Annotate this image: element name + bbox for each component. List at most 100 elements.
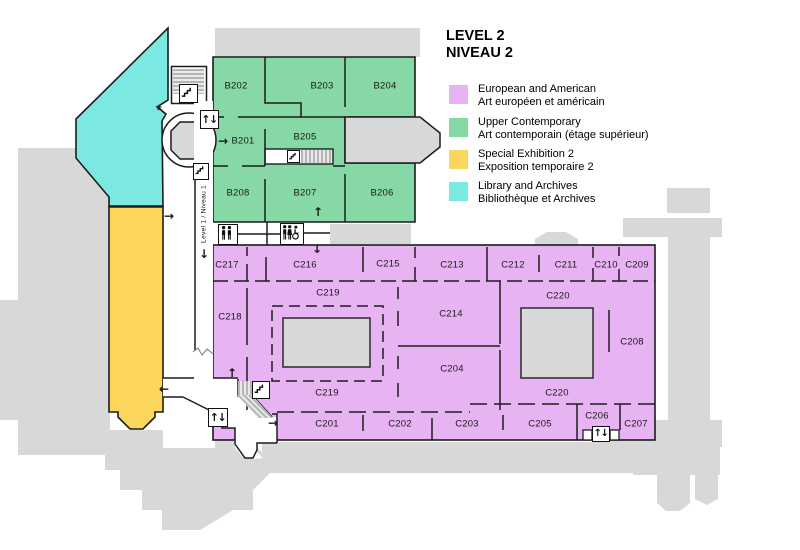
legend-swatch-library-archives [449,182,468,201]
legend-label-en: Library and Archives [478,180,578,192]
legend-label-fr: Art contemporain (étage supérieur) [478,128,649,141]
green-block-walls [213,57,346,245]
stairs-glyph [181,87,191,97]
arrow-right-icon: → [163,209,175,223]
title-level: LEVEL 2 [446,28,505,44]
title-niveau: NIVEAU 2 [446,44,513,61]
silhouette-south-tower [90,430,277,530]
arrow-down-icon: ↓ [311,242,323,256]
elevator-icon: ↑↓ [592,426,610,442]
accessible-washroom-glyph [283,225,299,240]
legend-item-special-exhibition: Special Exhibition 2 Exposition temporai… [478,148,594,174]
page-title: LEVEL 2 NIVEAU 2 [446,28,513,61]
room-label-c216: C216 [293,259,317,271]
elevator-glyph: ↑↓ [209,411,227,424]
room-label-c215: C215 [376,258,400,270]
room-label-c207: C207 [624,418,648,430]
arrow-up-left-icon: ↖ [155,103,167,117]
c206-door-notch-left [582,429,593,441]
stairs-icon [193,163,209,180]
stairs-glyph [195,166,204,175]
room-label-c219-north: C219 [316,287,340,299]
legend-swatch-european-american [449,85,468,104]
silhouette-south-band [262,442,718,473]
legend-label-en: Upper Contemporary [478,116,581,128]
level1-corridor-label: Level 1 / Niveau 1 [200,184,208,244]
silhouette-se-tower-2 [695,473,718,505]
green-block-notch [344,116,441,164]
silhouette-se-tower [657,473,690,511]
room-label-b205: B205 [293,131,317,143]
room-label-c210: C210 [594,259,618,271]
room-label-c211: C211 [554,259,578,271]
room-label-c212: C212 [501,259,525,271]
arrow-right-icon: → [217,134,229,148]
room-label-c208: C208 [620,336,644,348]
room-label-c213: C213 [440,259,464,271]
silhouette-left-wing [0,148,110,455]
room-label-c205: C205 [528,418,552,430]
room-label-c203: C203 [455,418,479,430]
arrow-left-icon: ← [158,382,170,396]
legend-item-european-american: European and American Art européen et am… [478,83,605,109]
room-label-b203: B203 [310,80,334,92]
accessible-washroom-icon [280,223,304,245]
elevator-glyph: ↑↓ [593,428,609,439]
corridor-break-mark [192,347,214,356]
stairs-glyph [254,384,264,394]
room-label-b208: B208 [226,187,250,199]
legend-label-fr: Art européen et américain [478,95,605,108]
silhouette-east-base [633,447,720,475]
legend-label-fr: Bibliothèque et Archives [478,192,596,205]
room-label-c204: C204 [440,363,464,375]
arrow-up-icon: ↑ [312,205,324,219]
legend-label-en: Special Exhibition 2 [478,148,575,160]
silhouette-small-tower [535,232,578,245]
legend-swatch-special-exhibition [449,150,468,169]
room-label-b206: B206 [370,187,394,199]
room-label-b202: B202 [224,80,248,92]
c206-door-notch-right [609,429,620,441]
east-courtyard [520,307,594,379]
arrow-right-icon: → [267,416,279,430]
arrow-up-icon: ↑ [226,366,238,380]
elevator-icon: ↑↓ [200,110,219,129]
room-label-b201: B201 [231,135,255,147]
room-label-c214: C214 [439,308,463,320]
washroom-glyph [221,225,232,240]
room-label-c201: C201 [315,418,339,430]
elevator-icon: ↑↓ [208,408,228,427]
legend-label-fr: Exposition temporaire 2 [478,160,594,173]
washroom-icon [218,224,238,245]
west-courtyard [282,317,371,368]
legend-item-library-archives: Library and Archives Bibliothèque et Arc… [478,180,595,206]
silhouette-east-tower-top [667,188,710,213]
room-label-c219-south: C219 [315,387,339,399]
legend-label-en: European and American [478,83,597,95]
silhouette-top-strip [168,28,420,57]
room-label-c220-south: C220 [545,387,569,399]
room-label-c217: C217 [215,259,239,271]
elevator-glyph: ↑↓ [201,113,218,126]
purple-block-walls [213,247,655,440]
room-label-c202: C202 [388,418,412,430]
silhouette-mid-strip [330,224,411,244]
escalator-band-b205 [301,150,332,163]
stairs-icon [287,150,300,163]
legend-swatch-upper-contemporary [449,118,468,137]
room-label-b204: B204 [373,80,397,92]
stairs-icon [252,381,270,399]
legend-item-upper-contemporary: Upper Contemporary Art contemporain (éta… [478,116,649,142]
room-label-c206: C206 [585,410,609,422]
room-label-c209: C209 [625,259,649,271]
room-label-c218: C218 [218,311,242,323]
special-exhibition-region [108,206,164,430]
silhouette-east-slab [668,237,710,420]
library-archives-region [75,26,169,207]
stairs-icon [179,84,198,103]
room-label-b207: B207 [293,187,317,199]
room-label-c220-north: C220 [546,290,570,302]
silhouette-east-shoulder [623,218,722,237]
